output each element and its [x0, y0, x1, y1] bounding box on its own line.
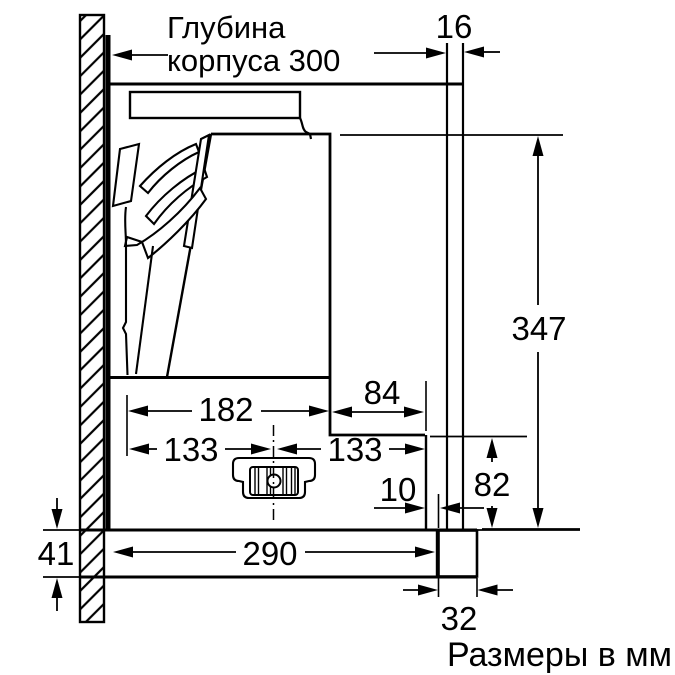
dim-label-133-right: 133 — [327, 431, 382, 468]
arrow-84-right — [404, 406, 424, 418]
arrow-84-left — [332, 406, 352, 418]
wall-hatch — [78, 13, 106, 624]
arrow-290-right — [415, 546, 435, 558]
arrow-82-bottom — [486, 508, 498, 528]
arrow-depth-left — [112, 49, 132, 61]
ext-lines-32 — [437, 578, 478, 597]
arrow-347-bottom — [532, 508, 544, 528]
arrow-133r-right — [405, 443, 425, 455]
arrow-32-right — [477, 584, 498, 596]
arrow-10-left — [405, 502, 425, 514]
arrow-182-left — [128, 405, 148, 417]
arrow-41-top — [51, 509, 63, 529]
arrow-133l-right — [251, 443, 271, 455]
end-cap — [437, 529, 479, 578]
dim-label-41: 41 — [38, 535, 75, 572]
dim-label-84: 84 — [364, 374, 401, 411]
damper-vane-2 — [144, 166, 209, 226]
arrow-32-left — [418, 584, 438, 596]
dim-label-347: 347 — [511, 310, 566, 347]
damper-vane-3 — [123, 186, 208, 260]
bracket-tail — [298, 117, 313, 140]
arrow-16 — [464, 46, 484, 58]
arrow-133l-left — [129, 443, 149, 455]
mounting-bracket — [128, 90, 302, 120]
arrow-depth-right — [426, 47, 446, 59]
depth-note-line1: Глубина — [167, 10, 286, 45]
dim-label-182: 182 — [198, 391, 253, 428]
arrow-347-top — [532, 136, 544, 156]
dim-label-10: 10 — [380, 471, 417, 508]
dim-label-16: 16 — [436, 8, 473, 45]
arrow-82-top — [486, 438, 498, 458]
cabinet-front-panel — [445, 43, 465, 530]
dim-label-82: 82 — [474, 466, 511, 503]
front-lower-edge — [121, 206, 129, 376]
arrow-41-bottom — [51, 578, 63, 598]
dim-label-32: 32 — [441, 600, 478, 637]
front-lower-slant — [134, 245, 155, 375]
dim-label-290: 290 — [242, 535, 297, 572]
flap-support-strip — [111, 142, 141, 208]
arrow-182-right — [309, 405, 329, 417]
rear-mounting-rail — [105, 35, 111, 530]
arrow-133r-left — [277, 443, 297, 455]
arrow-290-left — [113, 546, 133, 558]
hood-body-outline — [211, 132, 425, 437]
depth-note-line2: корпуса 300 — [167, 43, 340, 78]
units-caption: Размеры в мм — [447, 636, 672, 674]
arrow-10-right — [440, 502, 460, 514]
dim-label-133-left: 133 — [163, 431, 218, 468]
